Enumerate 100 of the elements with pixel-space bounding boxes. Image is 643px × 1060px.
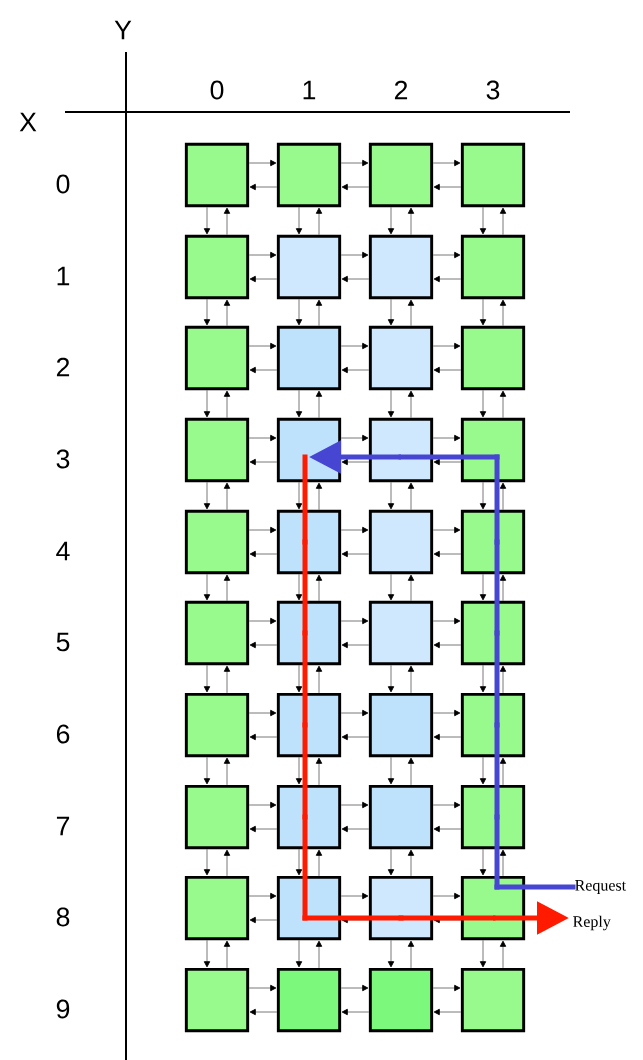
- link-arrow: [203, 206, 211, 235]
- link-arrow: [407, 574, 415, 602]
- router-box: [368, 417, 434, 483]
- router-box: [276, 142, 342, 208]
- router-box: [184, 600, 250, 666]
- link-arrow: [432, 617, 461, 625]
- link-arrow: [315, 757, 323, 786]
- link-arrow: [387, 298, 395, 326]
- link-arrow: [499, 482, 507, 511]
- link-arrow: [479, 848, 487, 876]
- link-arrow: [315, 207, 323, 236]
- link-arrow: [432, 801, 461, 809]
- link-arrow: [479, 298, 487, 326]
- link-arrow: [295, 756, 303, 785]
- link-arrow: [387, 573, 395, 601]
- link-arrow: [248, 801, 277, 809]
- link-arrow: [295, 664, 303, 693]
- link-arrow: [223, 757, 231, 786]
- link-arrow: [432, 159, 461, 167]
- link-arrow: [407, 299, 415, 327]
- link-arrow: [479, 573, 487, 601]
- router-box: [276, 875, 342, 941]
- axis-label: X: [19, 112, 37, 132]
- router-box: [368, 234, 434, 300]
- link-arrow: [248, 526, 277, 534]
- index-number: 3: [56, 449, 70, 469]
- link-arrow: [407, 207, 415, 236]
- router-box: [368, 692, 434, 758]
- link-arrow: [341, 825, 370, 833]
- router-box: [460, 417, 526, 483]
- link-arrow: [499, 574, 507, 602]
- link-arrow: [479, 481, 487, 510]
- link-arrow: [479, 206, 487, 235]
- link-arrow: [432, 342, 461, 350]
- link-arrow: [479, 756, 487, 785]
- router-box: [368, 325, 434, 391]
- router-box: [276, 234, 342, 300]
- link-arrow: [479, 664, 487, 693]
- router-box: [368, 600, 434, 666]
- link-arrow: [295, 848, 303, 876]
- link-arrow: [499, 665, 507, 694]
- router-box: [368, 875, 434, 941]
- index-number: 0: [56, 174, 70, 194]
- link-arrow: [387, 206, 395, 235]
- index-number: 7: [56, 816, 70, 836]
- index-number: 9: [56, 999, 70, 1019]
- link-arrow: [499, 207, 507, 236]
- link-arrow: [387, 848, 395, 876]
- link-arrow: [248, 342, 277, 350]
- router-box: [184, 692, 250, 758]
- link-arrow: [433, 733, 462, 741]
- link-arrow: [223, 574, 231, 602]
- link-arrow: [315, 482, 323, 511]
- router-box: [460, 234, 526, 300]
- link-arrow: [223, 940, 231, 969]
- link-arrow: [387, 664, 395, 693]
- link-arrow: [407, 390, 415, 419]
- link-arrow: [249, 458, 278, 466]
- router-box: [184, 784, 250, 850]
- link-arrow: [433, 183, 462, 191]
- link-arrow: [223, 299, 231, 327]
- link-arrow: [249, 733, 278, 741]
- link-arrow: [407, 849, 415, 877]
- router-box: [184, 142, 250, 208]
- link-arrow: [341, 275, 370, 283]
- router-box: [368, 784, 434, 850]
- index-number: 3: [486, 80, 500, 100]
- link-arrow: [340, 892, 369, 900]
- link-arrow: [340, 159, 369, 167]
- link-arrow: [249, 183, 278, 191]
- router-box: [276, 692, 342, 758]
- link-arrow: [479, 389, 487, 418]
- router-box: [184, 875, 250, 941]
- index-number: 2: [394, 80, 408, 100]
- link-arrow: [433, 641, 462, 649]
- link-arrow: [223, 207, 231, 236]
- link-arrow: [433, 275, 462, 283]
- link-arrow: [295, 298, 303, 326]
- link-arrow: [432, 526, 461, 534]
- path-label: Request: [575, 880, 627, 894]
- link-arrow: [432, 892, 461, 900]
- router-box: [276, 600, 342, 666]
- link-arrow: [387, 939, 395, 968]
- link-arrow: [387, 481, 395, 510]
- link-arrow: [249, 825, 278, 833]
- link-arrow: [203, 756, 211, 785]
- link-arrow: [203, 481, 211, 510]
- link-arrow: [387, 389, 395, 418]
- link-arrow: [248, 434, 277, 442]
- link-arrow: [340, 526, 369, 534]
- router-box: [276, 784, 342, 850]
- link-arrow: [295, 573, 303, 601]
- link-arrow: [407, 665, 415, 694]
- index-number: 4: [56, 541, 70, 561]
- index-number: 8: [56, 907, 70, 927]
- router-box: [184, 509, 250, 575]
- link-arrow: [249, 916, 278, 924]
- link-arrow: [433, 825, 462, 833]
- router-box: [460, 784, 526, 850]
- router-box: [460, 967, 526, 1033]
